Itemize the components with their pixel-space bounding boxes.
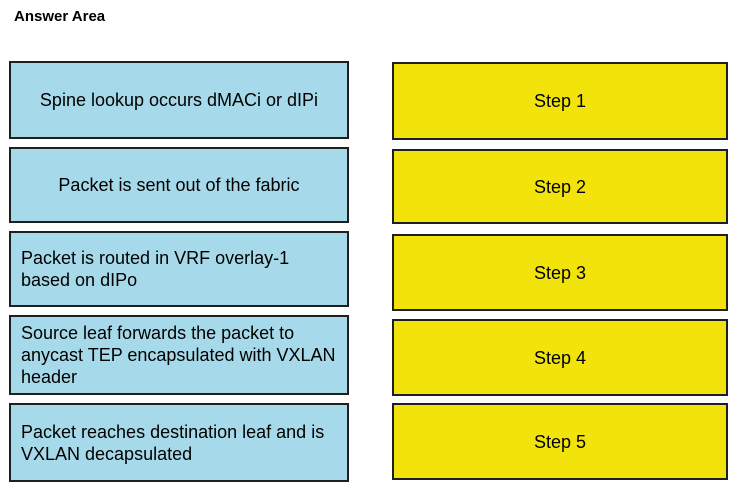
statement-text: Packet is sent out of the fabric <box>58 175 300 195</box>
answer-area-title: Answer Area <box>14 8 106 25</box>
step-label: Step 2 <box>533 176 587 197</box>
step-slot-1[interactable]: Step 1 <box>392 62 728 140</box>
step-slot-2[interactable]: Step 2 <box>392 149 728 224</box>
statement-text: Packet is routed in VRF overlay-1 based … <box>21 248 290 290</box>
statement-card-1[interactable]: Spine lookup occurs dMACi or dIPi <box>9 61 349 139</box>
statement-card-2[interactable]: Packet is sent out of the fabric <box>9 147 349 223</box>
statement-text: Source leaf forwards the packet to anyca… <box>21 323 336 387</box>
statement-card-5[interactable]: Packet reaches destination leaf and is V… <box>9 403 349 482</box>
statement-card-3[interactable]: Packet is routed in VRF overlay-1 based … <box>9 231 349 307</box>
step-slot-5[interactable]: Step 5 <box>392 403 728 480</box>
step-label: Step 3 <box>533 262 587 283</box>
statement-text: Spine lookup occurs dMACi or dIPi <box>39 90 319 110</box>
statement-text: Packet reaches destination leaf and is V… <box>21 421 325 464</box>
statement-card-4[interactable]: Source leaf forwards the packet to anyca… <box>9 315 349 395</box>
step-label: Step 1 <box>533 91 587 111</box>
step-slot-3[interactable]: Step 3 <box>392 234 728 311</box>
step-label: Step 5 <box>533 431 587 452</box>
step-slot-4[interactable]: Step 4 <box>392 319 728 396</box>
step-label: Step 4 <box>533 347 587 368</box>
